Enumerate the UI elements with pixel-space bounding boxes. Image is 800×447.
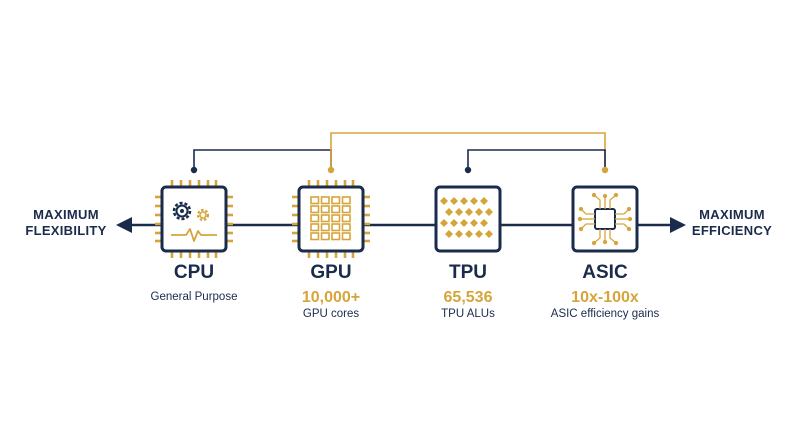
left-label-line1: MAXIMUM <box>33 207 99 222</box>
asic-chip <box>571 185 639 253</box>
chip-name: CPU <box>173 262 215 283</box>
chip-name: GPU <box>310 262 352 283</box>
asic-label: ASIC 10x-100x ASIC efficiency gains <box>551 262 659 321</box>
chip-name: TPU <box>449 262 487 283</box>
chip-description: ASIC efficiency gains <box>550 308 660 320</box>
chip-metric: 10,000+ <box>301 289 361 306</box>
chip-description: General Purpose <box>150 291 238 303</box>
chip-metric: 10x-100x <box>571 289 639 306</box>
left-end-label: MAXIMUM FLEXIBILITY <box>24 207 108 239</box>
cpu-chip <box>155 180 233 258</box>
chip-metric: 65,536 <box>443 289 493 306</box>
left-arrowhead <box>116 217 132 233</box>
tpu-asic-connector <box>467 149 606 170</box>
gpu-chip <box>292 180 370 258</box>
tpu-chip <box>434 185 502 253</box>
chip-name: ASIC <box>582 262 628 283</box>
gear-waveform-icon <box>171 201 217 242</box>
chip-description: GPU cores <box>302 308 360 320</box>
cpu-label: CPU General Purpose <box>151 262 238 304</box>
right-label-line1: MAXIMUM <box>699 207 765 222</box>
gpu-label: GPU 10,000+ GPU cores <box>302 262 360 321</box>
chip-description: TPU ALUs <box>441 308 495 320</box>
left-label-line2: FLEXIBILITY <box>25 223 107 238</box>
circuit-board-icon <box>577 192 633 246</box>
grid-cores-icon <box>310 196 351 241</box>
diamond-array-icon <box>440 197 493 238</box>
right-end-label: MAXIMUM EFFICIENCY <box>690 207 774 239</box>
tpu-label: TPU 65,536 TPU ALUs <box>441 262 495 321</box>
right-label-line2: EFFICIENCY <box>691 223 773 238</box>
cpu-gpu-connector <box>193 149 332 170</box>
right-arrowhead <box>670 217 686 233</box>
